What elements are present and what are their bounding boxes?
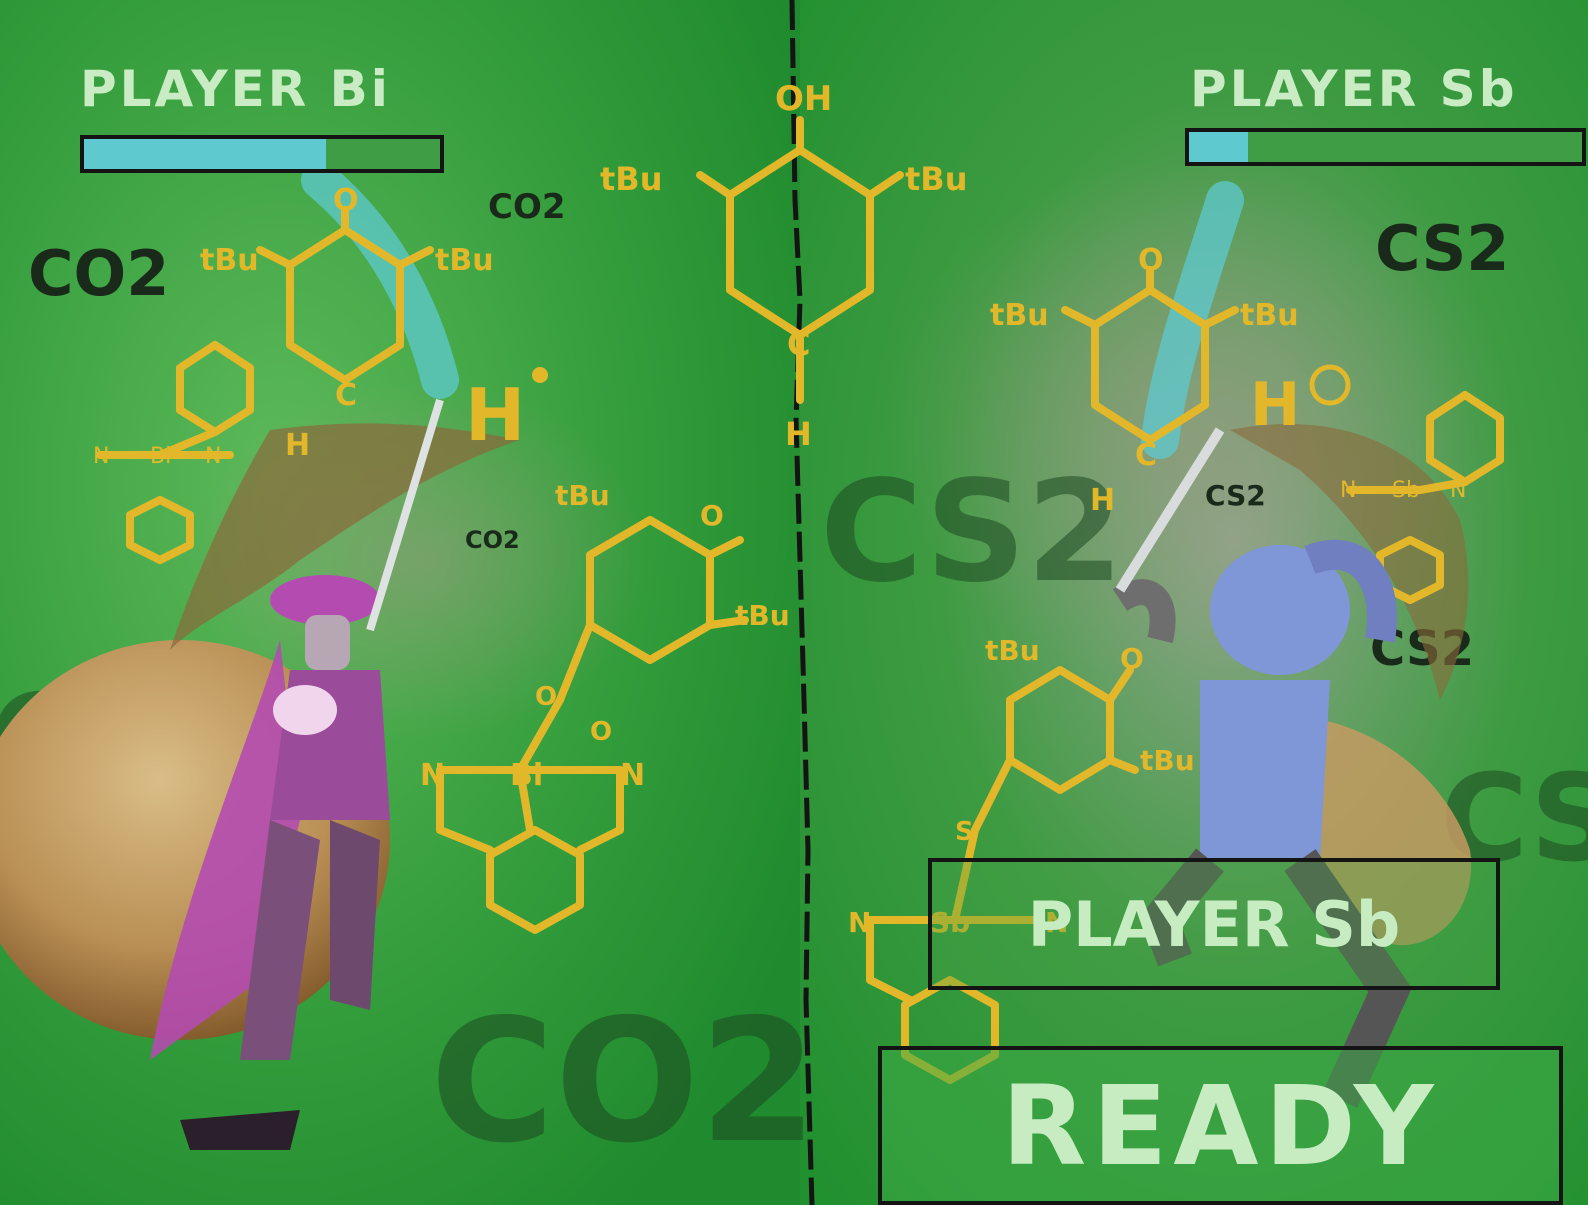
label-n-small-l1: N: [93, 444, 109, 469]
bi-leg-left: [240, 820, 320, 1060]
label-h-cation: H: [1250, 370, 1300, 440]
label-bi-small: Bi: [150, 444, 171, 469]
label-o-left-2: O: [700, 499, 724, 532]
label-tbu-6: tBu: [735, 599, 790, 632]
sb-leg-left: [1139, 848, 1224, 967]
bi-rapier: [366, 398, 444, 632]
label-tbu-4: tBu: [435, 243, 494, 278]
gas-label-co2-c: CO2: [465, 526, 520, 554]
radical-dot: [532, 367, 548, 383]
gas-label-cs2-center-bg: CS2: [820, 451, 1124, 614]
label-n-small-r2: N: [1450, 478, 1466, 503]
molecule-labels: OH tBu tBu C H O tBu tBu C H H N Bi N tB…: [93, 79, 1466, 939]
left-dust-trail: [170, 423, 520, 650]
right-energy-beam: [1141, 181, 1244, 459]
player-bi-health-fill: [84, 139, 327, 169]
label-h-radical: H: [465, 373, 525, 457]
player-sb-health-fill: [1189, 132, 1248, 162]
label-tbu-5: tBu: [555, 479, 610, 512]
player-sb-name: PLAYER Sb: [1190, 60, 1518, 118]
gas-label-cs2-a: CS2: [1375, 212, 1509, 285]
label-n-small-l2: N: [205, 444, 221, 469]
label-tbu-2: tBu: [905, 160, 967, 198]
sb-fighter: [1112, 427, 1412, 1108]
sb-arm: [1112, 579, 1176, 644]
sb-armor: [1200, 680, 1330, 860]
bi-hat: [270, 575, 380, 625]
label-n-small-r1: N: [1340, 478, 1356, 503]
label-o-carb-2: O: [590, 717, 612, 747]
bi-boot: [180, 1110, 300, 1150]
arena-divider: [789, 0, 815, 1205]
label-tbu-9: tBu: [985, 634, 1040, 667]
gas-label-co2-a: CO2: [28, 237, 169, 310]
bi-fighter: [150, 398, 444, 1150]
bi-sleeve: [273, 685, 337, 735]
select-player-sb-button[interactable]: PLAYER Sb: [928, 858, 1500, 990]
label-h-right: H: [1090, 483, 1115, 518]
player-bi-health-bar: [80, 135, 444, 173]
molecules: [96, 116, 1504, 1084]
label-oh: OH: [775, 79, 832, 119]
label-o-right-2: O: [1120, 642, 1144, 675]
sb-sword: [1115, 427, 1225, 593]
label-tbu-1: tBu: [600, 160, 662, 198]
label-tbu-10: tBu: [1140, 744, 1195, 777]
label-n-left-1: N: [420, 758, 445, 793]
gas-label-co2-b: CO2: [488, 187, 566, 227]
label-tbu-7: tBu: [990, 298, 1049, 333]
label-n-right-2: N: [1045, 906, 1068, 939]
label-h-center: H: [785, 415, 812, 453]
label-h-left: H: [285, 428, 310, 463]
label-tbu-3: tBu: [200, 243, 259, 278]
label-sb: Sb: [930, 906, 970, 939]
label-o-right: O: [1138, 243, 1164, 278]
label-bi: Bi: [510, 758, 543, 793]
label-o-left: O: [333, 183, 359, 218]
label-o-carb-1: O: [535, 682, 557, 712]
sb-helmet: [1210, 545, 1350, 675]
left-small-pincer: [126, 496, 194, 564]
label-n-right-1: N: [848, 906, 871, 939]
player-sb-health-bar: [1185, 128, 1586, 166]
label-c-right: C: [1135, 438, 1157, 473]
label-sb-small: Sb: [1392, 478, 1420, 503]
ready-button[interactable]: READY: [878, 1046, 1563, 1205]
left-pincer-ring: [486, 826, 584, 934]
right-small-pincer: [1376, 536, 1444, 604]
sb-plume: [1304, 539, 1397, 643]
bi-head: [305, 615, 350, 670]
bi-leg-right: [330, 820, 380, 1010]
gas-label-cs2-b: CS2: [1205, 479, 1266, 512]
label-tbu-8: tBu: [1240, 298, 1299, 333]
label-c-left: C: [335, 378, 357, 413]
gas-label-co2-bottom-bg: CO2: [430, 983, 818, 1181]
label-s-1: S: [955, 817, 974, 847]
left-energy-beam: [301, 161, 459, 399]
cation-circle: [1309, 364, 1351, 406]
label-n-left-2: N: [620, 758, 645, 793]
player-bi-name: PLAYER Bi: [80, 60, 391, 118]
label-c-center: C: [787, 325, 810, 363]
